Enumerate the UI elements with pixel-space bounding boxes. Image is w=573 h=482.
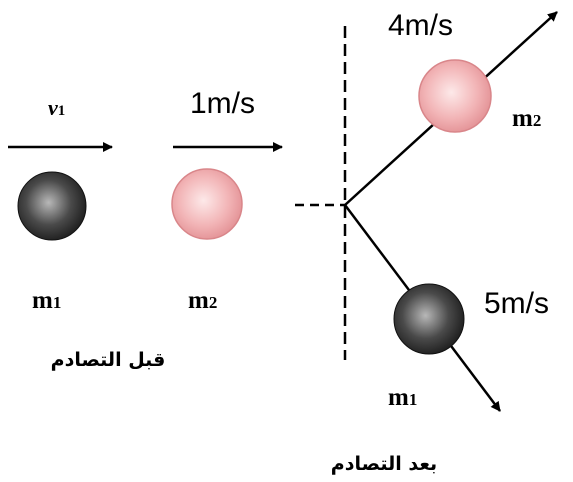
m2-label-after: m2 (512, 105, 541, 132)
v1-label: v1 (48, 95, 65, 120)
m1-label-after: m1 (388, 384, 417, 411)
m1-final-velocity-label: 5m/s (484, 287, 549, 320)
m2-label-before: m2 (188, 287, 217, 314)
ball-m1-before (17, 171, 87, 241)
ball-m2-before (171, 168, 243, 240)
m2-initial-velocity-label: 1m/s (190, 87, 255, 120)
ball-m1-after (393, 283, 465, 355)
m2-final-velocity-label: 4m/s (388, 9, 453, 42)
caption-before: قبل التصادم (51, 349, 166, 371)
caption-after: بعد التصادم (331, 453, 437, 475)
m1-label-before: m1 (32, 287, 61, 314)
ball-m2-after (418, 59, 492, 133)
